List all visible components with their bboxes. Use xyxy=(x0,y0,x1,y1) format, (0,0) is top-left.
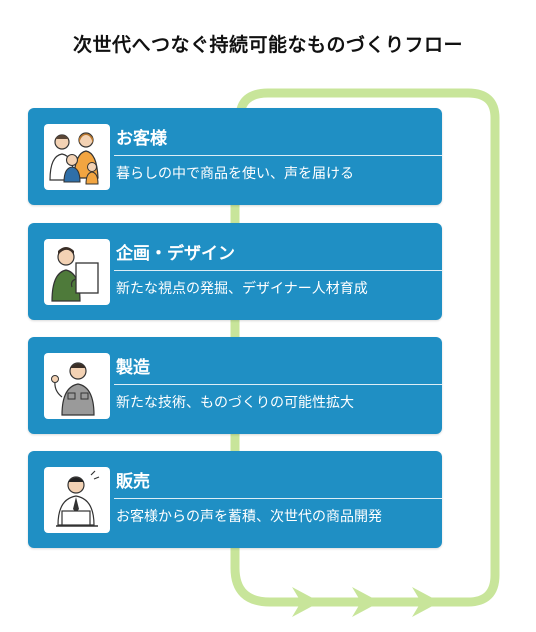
step-title: 製造 xyxy=(116,358,150,378)
salesperson-icon xyxy=(44,467,110,533)
family-icon xyxy=(44,124,110,190)
step-card-customer: お客様 暮らしの中で商品を使い、声を届ける xyxy=(28,108,442,205)
step-card-sales: 販売 お客様からの声を蓄積、次世代の商品開発 xyxy=(28,451,442,548)
step-description: 暮らしの中で商品を使い、声を届ける xyxy=(116,166,354,182)
step-divider xyxy=(114,498,442,499)
step-divider xyxy=(114,384,442,385)
diagram-title: 次世代へつなぐ持続可能なものづくりフロー xyxy=(72,34,463,56)
step-title: お客様 xyxy=(116,129,167,149)
step-divider xyxy=(114,155,442,156)
step-description: 新たな視点の発掘、デザイナー人材育成 xyxy=(116,281,368,297)
step-title: 企画・デザイン xyxy=(116,244,235,264)
step-divider xyxy=(114,270,442,271)
step-title: 販売 xyxy=(116,472,150,492)
step-card-planning-design: 企画・デザイン 新たな視点の発掘、デザイナー人材育成 xyxy=(28,223,442,320)
designer-icon xyxy=(44,239,110,305)
flow-chevrons xyxy=(292,587,440,617)
worker-icon xyxy=(44,353,110,419)
step-description: 新たな技術、ものづくりの可能性拡大 xyxy=(116,395,354,411)
step-description: お客様からの声を蓄積、次世代の商品開発 xyxy=(116,509,382,525)
step-card-manufacturing: 製造 新たな技術、ものづくりの可能性拡大 xyxy=(28,337,442,434)
